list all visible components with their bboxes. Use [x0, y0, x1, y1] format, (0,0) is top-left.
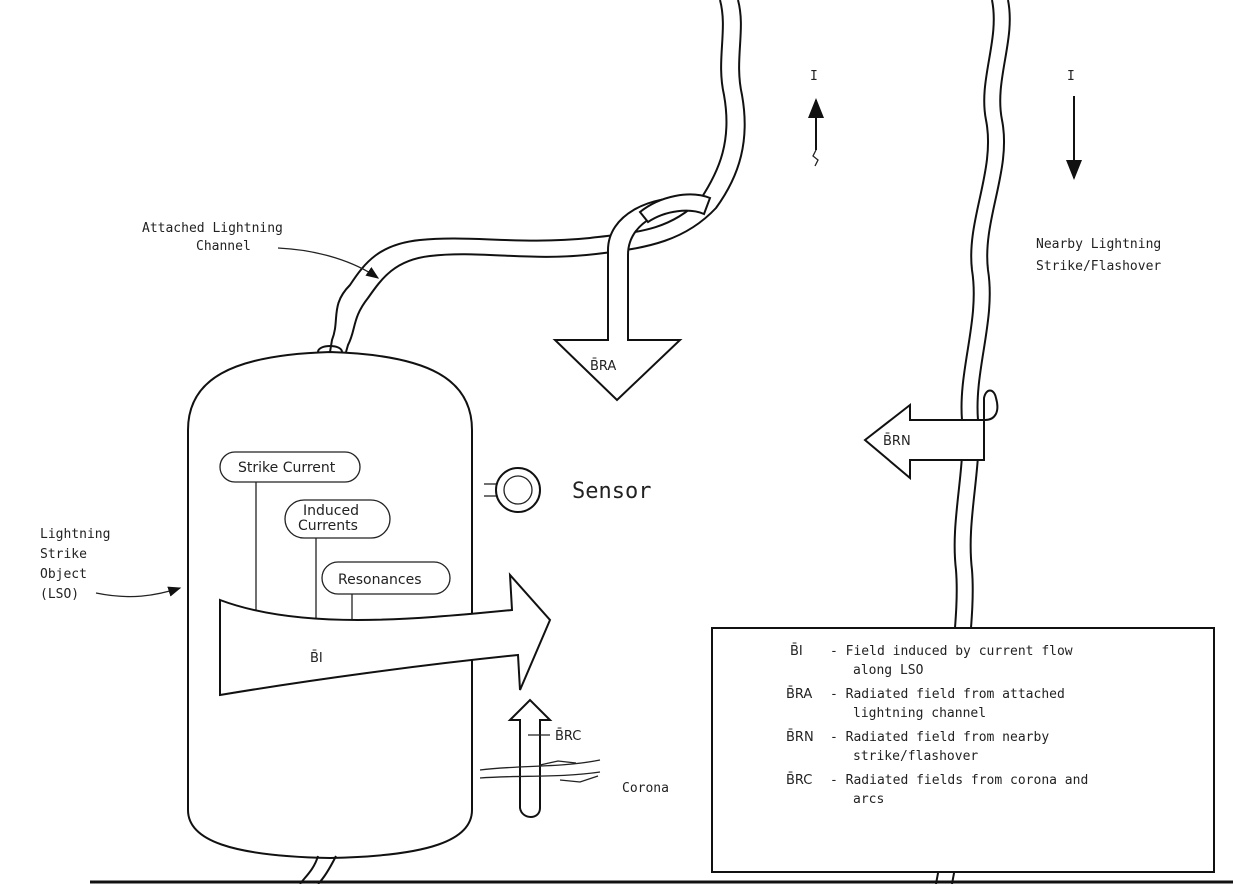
legend-item: B̄I - Field induced by current flow alon… [790, 644, 1073, 678]
b-i-label: B̄I [310, 651, 323, 666]
legend-item: B̄RA - Radiated field from attached ligh… [786, 687, 1065, 721]
legend-symbol: B̄RC [786, 773, 812, 788]
current-label-left: I [810, 69, 818, 84]
attached-channel-label-1: Attached Lightning [142, 221, 283, 236]
b-rc-label: B̄RC [555, 729, 581, 744]
lso-callout: Lightning Strike Object (LSO) [40, 527, 182, 602]
lso-label-2: Strike [40, 547, 87, 562]
induced-label-1: Induced [303, 503, 359, 519]
legend-symbol: B̄I [790, 644, 803, 659]
legend-text: arcs [853, 792, 884, 807]
attached-channel-callout: Attached Lightning Channel [142, 221, 380, 279]
legend-text: - Radiated field from attached [830, 687, 1065, 702]
legend-text: - Radiated fields from corona and [830, 773, 1088, 788]
b-rn-label: B̄RN [883, 434, 911, 449]
legend-text: - Radiated field from nearby [830, 730, 1049, 745]
resonances-box: Resonances [321, 561, 451, 595]
legend-symbol: B̄RA [786, 687, 812, 702]
lso-label-4: (LSO) [40, 587, 79, 602]
corona-label: Corona [622, 781, 669, 796]
legend-symbol: B̄RN [786, 730, 814, 745]
b-ra-label: B̄RA [590, 359, 616, 374]
b-rc-field-arrow: B̄RC [507, 698, 581, 818]
legend-text: lightning channel [853, 706, 986, 721]
legend-text: strike/flashover [853, 749, 978, 764]
current-arrow-left: I [808, 69, 824, 167]
legend-box: B̄I - Field induced by current flow alon… [711, 627, 1215, 873]
strike-current-box: Strike Current [219, 451, 361, 483]
current-label-right: I [1067, 69, 1075, 84]
induced-label-2: Currents [298, 518, 358, 534]
attached-channel-label-2: Channel [196, 239, 251, 254]
nearby-strike-callout: Nearby Lightning Strike/Flashover [1036, 237, 1161, 274]
nearby-strike-label-1: Nearby Lightning [1036, 237, 1161, 252]
b-i-field-arrow: B̄I [219, 572, 552, 697]
corona-discharge: Corona [479, 759, 669, 796]
nearby-strike-label-2: Strike/Flashover [1036, 259, 1161, 274]
b-ra-field-arrow: B̄RA [552, 193, 712, 402]
resonances-label: Resonances [338, 572, 422, 588]
legend-item: B̄RN - Radiated field from nearby strike… [786, 730, 1049, 764]
bottom-lightning-channel [299, 855, 337, 884]
b-rn-field-arrow: B̄RN [863, 389, 999, 481]
sensor-icon: Sensor [484, 467, 651, 513]
sensor-label: Sensor [572, 479, 651, 504]
attached-lightning-channel [329, 0, 746, 353]
current-arrow-right: I [1066, 69, 1082, 180]
lso-label-1: Lightning [40, 527, 110, 542]
legend-text: - Field induced by current flow [830, 644, 1073, 659]
lightning-strike-object [187, 345, 473, 860]
legend-text: along LSO [853, 663, 924, 678]
strike-current-label: Strike Current [238, 460, 336, 476]
legend-item: B̄RC - Radiated fields from corona and a… [786, 773, 1088, 807]
lso-label-3: Object [40, 567, 87, 582]
induced-currents-box: Induced Currents [284, 499, 391, 539]
box-connector-lines [255, 482, 353, 622]
